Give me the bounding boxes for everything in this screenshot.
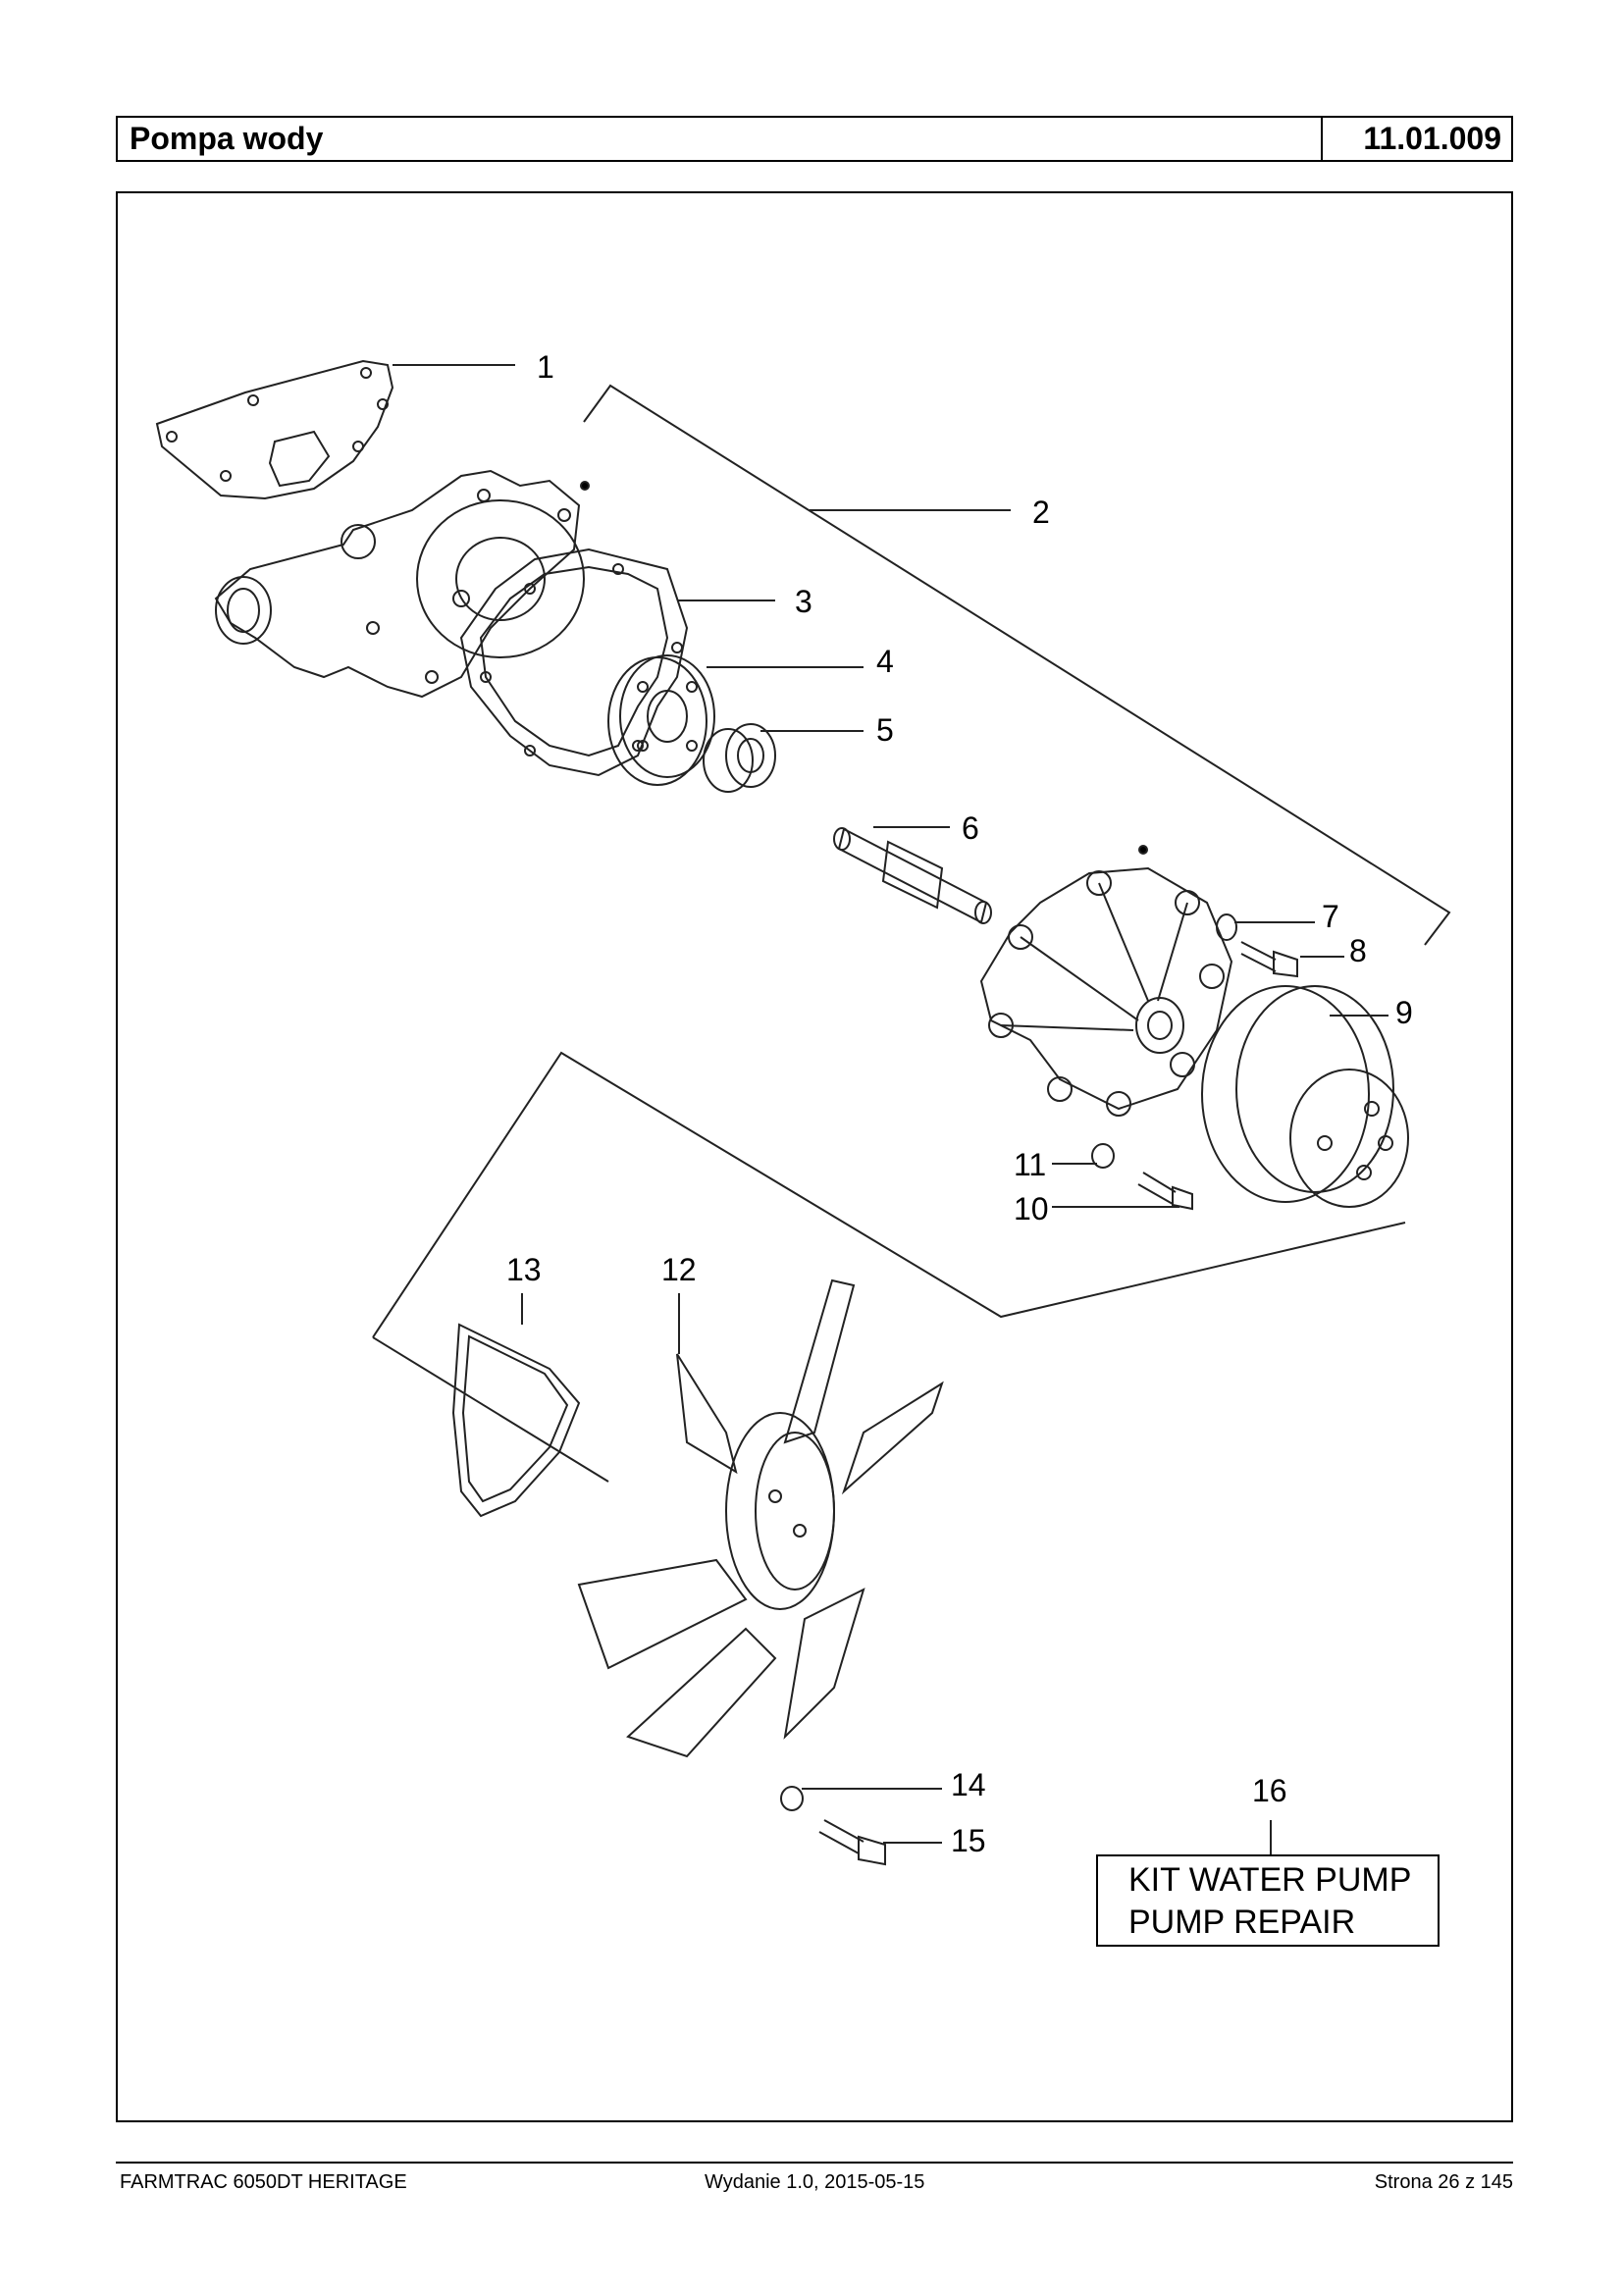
kit-line-1: KIT WATER PUMP [1128, 1861, 1411, 1899]
part-14-washer [780, 1786, 804, 1811]
callout-15: 15 [951, 1823, 986, 1858]
callout-6: 6 [962, 810, 979, 846]
part-1-gasket [155, 359, 394, 500]
kit-box [1096, 1854, 1440, 1947]
footer-page: Strona 26 z 145 [1374, 2171, 1513, 2193]
callout-14: 14 [951, 1767, 986, 1802]
callout-7: 7 [1322, 899, 1339, 934]
page-title: Pompa wody [130, 121, 324, 156]
callout-4: 4 [876, 644, 894, 679]
part-15-bolt [818, 1819, 886, 1866]
pump-housing [214, 469, 585, 699]
part-7-washer [1216, 913, 1237, 941]
part-10-bolt [1137, 1172, 1193, 1211]
callout-16: 16 [1252, 1773, 1287, 1808]
callout-8: 8 [1349, 933, 1367, 968]
part-13-belt [451, 1323, 581, 1518]
diagram-frame [116, 191, 1513, 2122]
callout-12: 12 [661, 1252, 697, 1287]
part-2-bracket [583, 384, 1451, 946]
part-6-shaft [833, 827, 992, 924]
lower-bracket [372, 1051, 1406, 1338]
part-3-gasket [459, 548, 689, 777]
callout-10: 10 [1014, 1191, 1049, 1226]
part-5-seal [703, 723, 776, 793]
part-4-plate [607, 654, 715, 786]
kit-line-2: PUMP REPAIR [1128, 1904, 1355, 1941]
callout-5: 5 [876, 712, 894, 748]
part-12-fan [577, 1278, 944, 1758]
callout-1: 1 [537, 349, 554, 385]
callout-2: 2 [1032, 495, 1050, 530]
part-11-washer [1091, 1143, 1115, 1169]
callout-3: 3 [795, 584, 812, 619]
page-header: Pompa wody 11.01.009 [116, 116, 1513, 162]
callout-13: 13 [506, 1252, 542, 1287]
callout-9: 9 [1395, 995, 1413, 1030]
part-9-pulley [1201, 985, 1409, 1208]
part-8-bolt [1240, 941, 1298, 978]
footer-edition: Wydanie 1.0, 2015-05-15 [705, 2171, 925, 2193]
footer-model: FARMTRAC 6050DT HERITAGE [120, 2171, 407, 2193]
callout-11: 11 [1014, 1147, 1046, 1182]
leader-lines [393, 364, 1388, 1854]
section-code: 11.01.009 [1321, 118, 1511, 160]
pump-body [979, 866, 1233, 1117]
footer-divider [116, 2162, 1513, 2164]
callout-numbers: 1 2 3 4 5 6 7 8 9 10 11 12 13 14 15 16 [506, 349, 1413, 1858]
